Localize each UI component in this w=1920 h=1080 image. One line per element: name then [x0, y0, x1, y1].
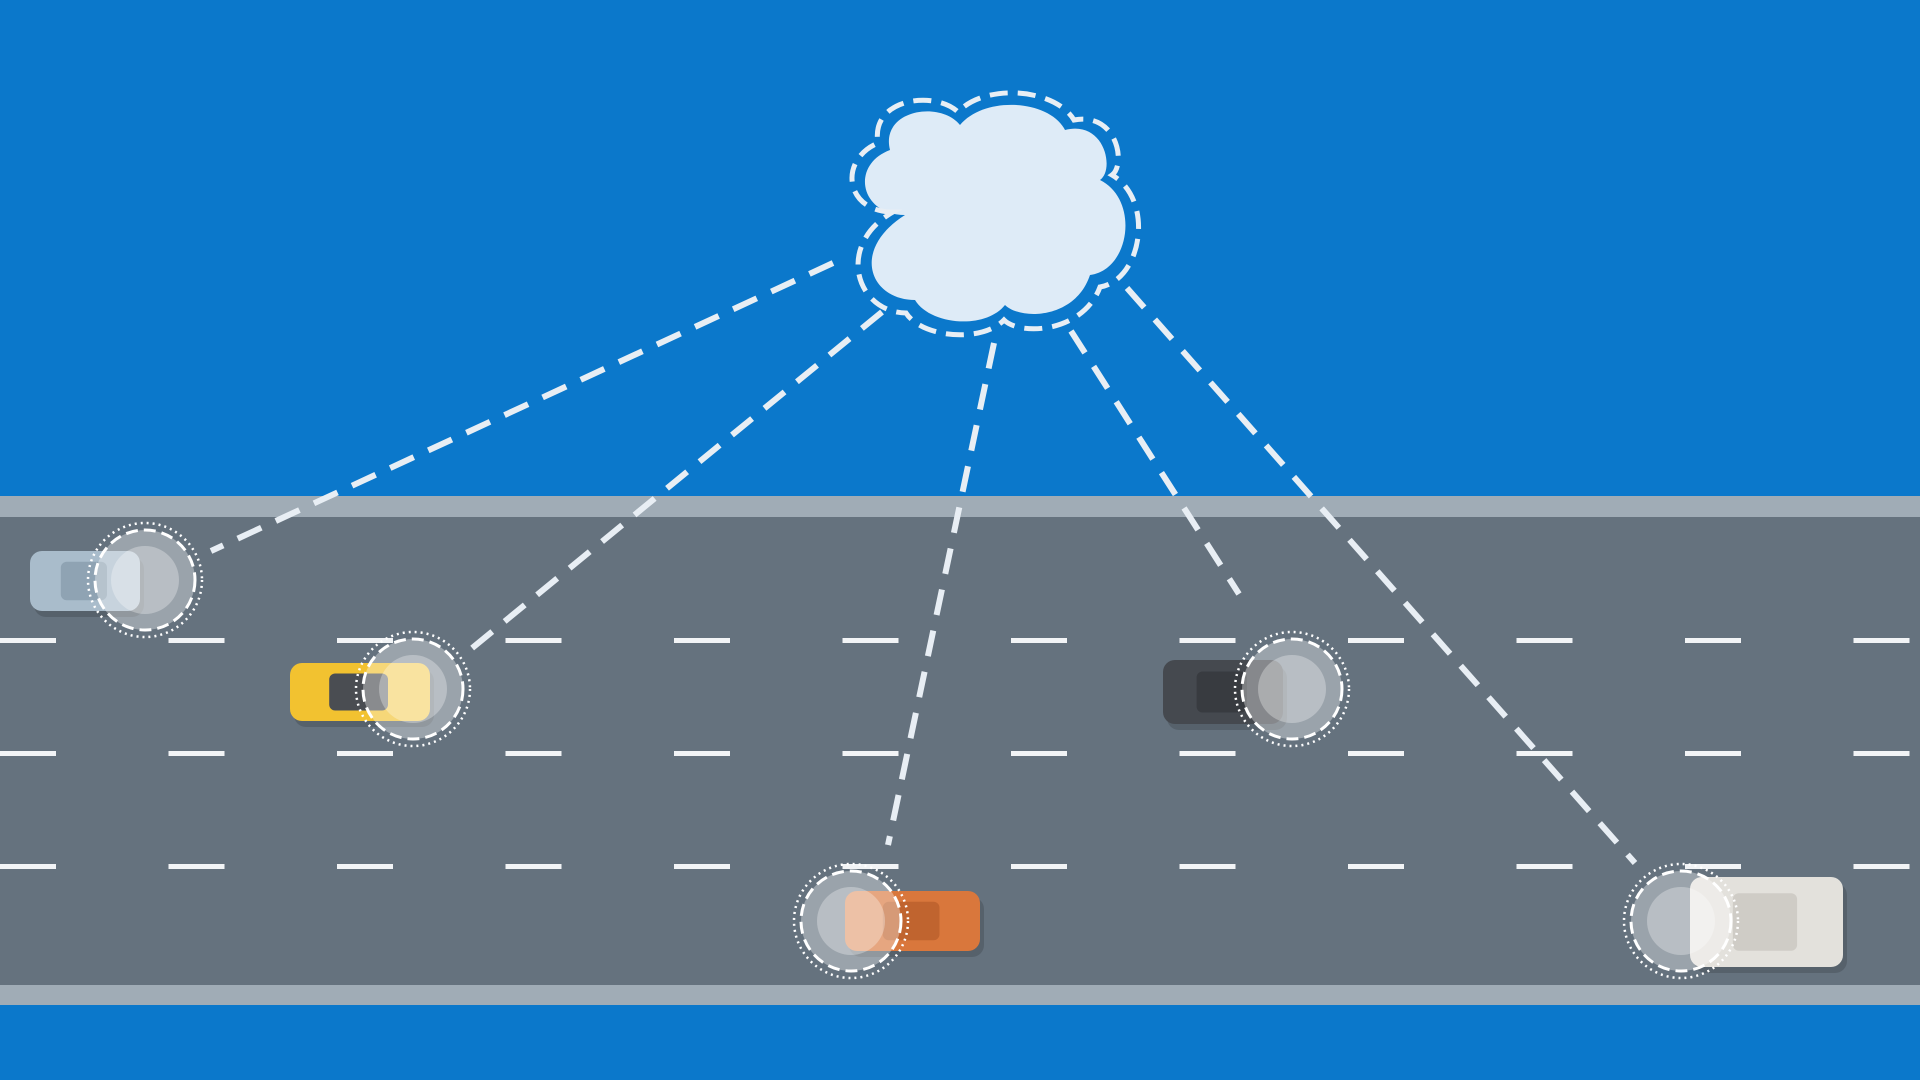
sensor-glow	[801, 871, 901, 971]
sensor-ring-dotted	[1233, 630, 1351, 748]
lane-dash	[1685, 751, 1741, 756]
lane-dash	[1348, 638, 1404, 643]
lane-dash	[168, 751, 225, 756]
cloud-link-line	[209, 260, 835, 554]
lane-dash	[168, 864, 225, 869]
sensor-core	[379, 655, 447, 723]
lane-dash	[1179, 751, 1236, 756]
vehicle-dark-car	[1163, 630, 1351, 748]
vehicle-yellow-taxi	[290, 630, 472, 748]
road-bottom-edge	[0, 985, 1920, 1005]
lane-dash	[1011, 638, 1067, 643]
lane-dash	[1516, 864, 1573, 869]
sensor-glow	[363, 639, 463, 739]
vehicle-roof	[882, 901, 940, 941]
lane-dash	[1011, 864, 1067, 869]
lane-markings	[0, 638, 1910, 869]
cloud-shape	[864, 104, 1126, 322]
sensor-ring-dashed	[1629, 869, 1733, 973]
vehicle-roof	[1732, 893, 1798, 951]
sensor-core	[111, 546, 179, 614]
sensor-ring-dashed	[93, 528, 197, 632]
sensor-core	[817, 887, 885, 955]
lane-dash	[1516, 751, 1573, 756]
lane-dash	[1348, 751, 1404, 756]
lane-dash	[337, 751, 393, 756]
cloud-dashed-outline	[849, 90, 1142, 338]
sensor-glow	[1242, 639, 1342, 739]
cloud-link-line	[885, 342, 997, 846]
lane-dash	[842, 751, 899, 756]
lane-dash	[0, 751, 56, 756]
lane-dash	[0, 864, 56, 869]
lane-dash	[505, 751, 562, 756]
lane-dash	[1516, 638, 1573, 643]
cloud-link-line	[469, 309, 884, 652]
cloud-links	[209, 260, 1638, 865]
sensor-core	[1647, 887, 1715, 955]
lane-dash	[1348, 864, 1404, 869]
sensor-ring-dotted	[354, 630, 472, 748]
sensor-core	[1258, 655, 1326, 723]
sensor-ring-dashed	[361, 637, 465, 741]
lane-dash	[1685, 638, 1741, 643]
sensor-ring-dotted	[86, 521, 204, 639]
vehicle-gray-van	[30, 521, 204, 639]
lane-dash	[674, 638, 730, 643]
road-top-edge	[0, 496, 1920, 518]
lane-dash	[1853, 638, 1910, 643]
vehicle-roof	[1196, 671, 1247, 713]
vehicle-roof	[329, 673, 388, 711]
lane-dash	[1853, 751, 1910, 756]
sensor-ring-dotted	[1622, 862, 1740, 980]
lane-dash	[1179, 638, 1236, 643]
lane-dash	[337, 638, 393, 643]
cloud-link-line	[1124, 286, 1638, 865]
lane-dash	[0, 638, 56, 643]
lane-dash	[168, 638, 225, 643]
lane-dash	[842, 638, 899, 643]
lane-dash	[674, 864, 730, 869]
lane-dash	[1011, 751, 1067, 756]
vehicle-orange-car	[792, 862, 984, 980]
lane-dash	[842, 864, 899, 869]
sensor-ring-dotted	[792, 862, 910, 980]
lane-dash	[505, 638, 562, 643]
cloud-link-line	[1068, 329, 1242, 596]
vehicles	[30, 521, 1847, 980]
lane-dash	[1685, 864, 1741, 869]
vehicle-white-truck	[1622, 862, 1847, 980]
lane-dash	[674, 751, 730, 756]
lane-dash	[1179, 864, 1236, 869]
sensor-glow	[1631, 871, 1731, 971]
lane-dash	[505, 864, 562, 869]
lane-dash	[337, 864, 393, 869]
sensor-ring-dashed	[799, 869, 903, 973]
cloud-icon	[849, 90, 1142, 338]
sensor-glow	[95, 530, 195, 630]
lane-dash	[1853, 864, 1910, 869]
sensor-ring-dashed	[1240, 637, 1344, 741]
